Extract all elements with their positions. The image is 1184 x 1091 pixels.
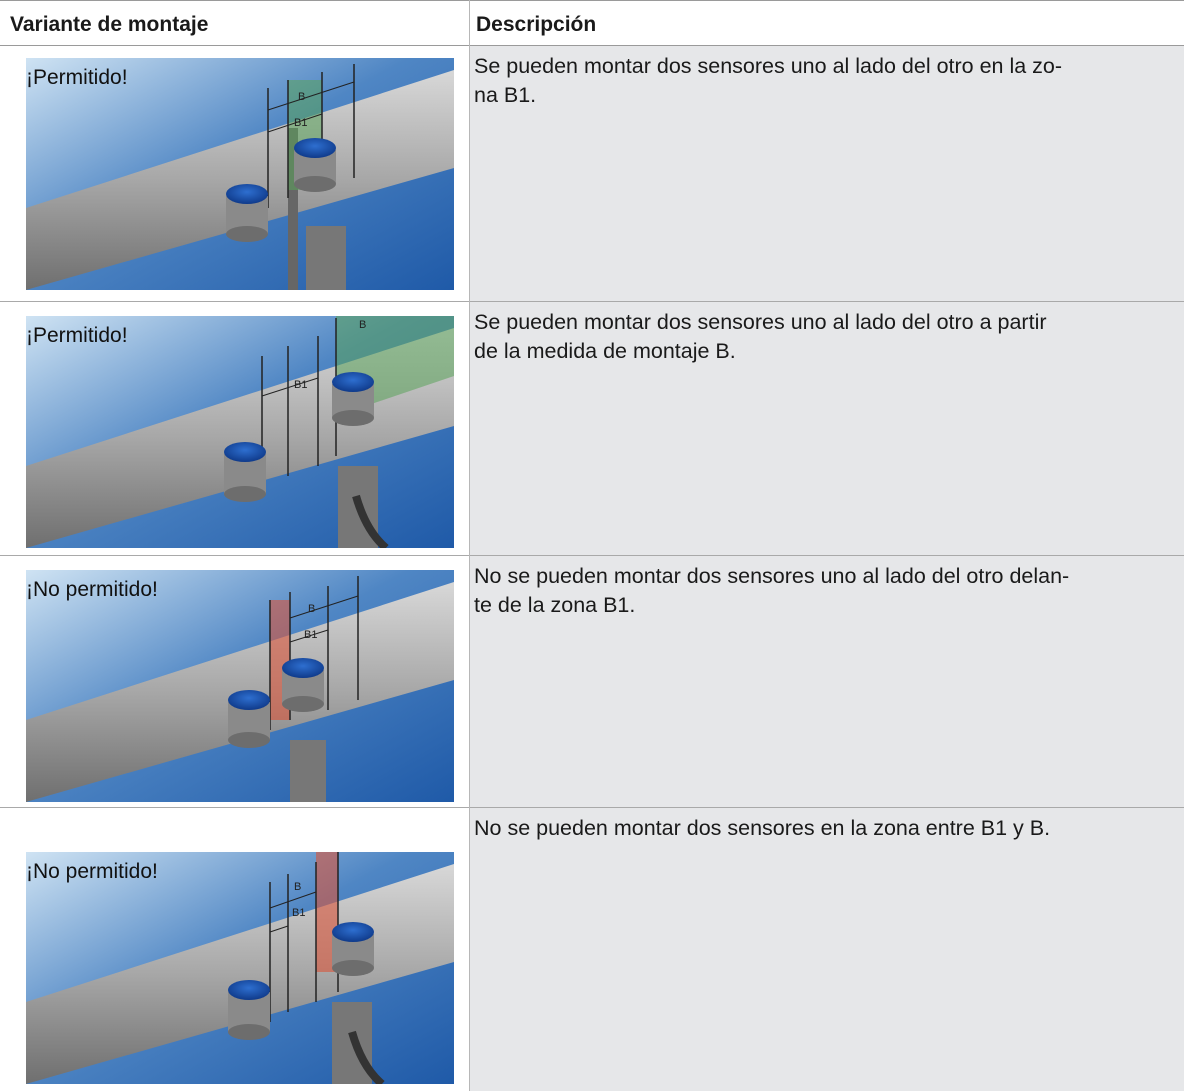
row-description: Se pueden montar dos sensores uno al lad… (474, 310, 1047, 363)
dim-label-b1: B1 (304, 629, 317, 641)
row-description: No se pueden montar dos sensores en la z… (474, 816, 1051, 840)
dim-label-b: B (308, 603, 315, 615)
mounting-illustration: B B1 ¡No permitido! (26, 852, 454, 1084)
sensor-right (282, 658, 324, 712)
illustration-svg-4: B B1 (26, 852, 454, 1084)
variant-label: ¡Permitido! (26, 66, 128, 89)
sensor-right (332, 372, 374, 426)
sensor-right (294, 138, 336, 192)
mounting-illustration: B B1 ¡No permitido! (26, 570, 454, 802)
mounting-illustration: B B1 ¡Permitido! (26, 316, 454, 548)
column-divider (469, 0, 470, 1091)
table-row: No se pueden montar dos sensores en la z… (0, 808, 1184, 1091)
sensor-right (332, 922, 374, 976)
illustration-svg-1: B B1 (26, 58, 454, 290)
illustration-svg-3: B B1 (26, 570, 454, 802)
dim-label-b1: B1 (294, 117, 307, 129)
row-description: No se pueden montar dos sensores uno al … (474, 564, 1070, 617)
variant-label: ¡No permitido! (26, 860, 158, 883)
header-description: Descripción (476, 13, 597, 36)
description-cell (470, 808, 1184, 1091)
table-row: Se pueden montar dos sensores uno al lad… (0, 46, 1184, 302)
sensor-left (226, 184, 268, 242)
variant-label: ¡No permitido! (26, 578, 158, 601)
description-cell (470, 302, 1184, 555)
dim-label-b: B (359, 319, 366, 331)
description-cell (470, 556, 1184, 807)
dim-label-b1: B1 (292, 907, 305, 919)
table-row: No se pueden montar dos sensores uno al … (0, 556, 1184, 808)
dim-label-b: B (298, 91, 305, 103)
sensor-left (224, 442, 266, 502)
sensor-left (228, 980, 270, 1040)
row-description: Se pueden montar dos sensores uno al lad… (474, 54, 1063, 107)
table-header: Variante de montaje Descripción (0, 0, 1184, 46)
variant-label: ¡Permitido! (26, 324, 128, 347)
dim-label-b1: B1 (294, 379, 307, 391)
illustration-svg-2: B B1 (26, 316, 454, 548)
header-variant: Variante de montaje (10, 13, 209, 36)
description-cell (470, 46, 1184, 301)
dim-label-b: B (294, 881, 301, 893)
sensor-left (228, 690, 270, 748)
table-row: Se pueden montar dos sensores uno al lad… (0, 302, 1184, 556)
mounting-illustration: B B1 ¡Permitido! (26, 58, 454, 290)
